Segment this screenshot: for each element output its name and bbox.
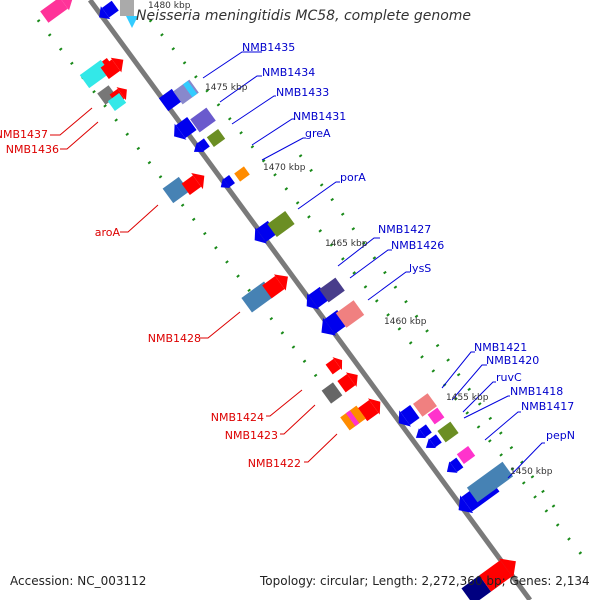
gene-label[interactable]: NMB1423	[225, 429, 278, 442]
reverse-gene-labels: NMB1437 NMB1436 aroA NMB1428 NMB1424 NMB…	[0, 128, 301, 470]
reverse-strand-features	[40, 0, 516, 600]
gene-label[interactable]: aroA	[95, 226, 121, 239]
gene-label[interactable]: NMB1427	[378, 223, 431, 236]
gene-label[interactable]: NMB1437	[0, 128, 48, 141]
gene-label[interactable]: greA	[305, 127, 331, 140]
reverse-leader-lines	[50, 107, 338, 463]
topology-text: Topology: circular; Length: 2,272,360 bp…	[260, 574, 590, 588]
gene-label[interactable]: NMB1421	[474, 341, 527, 354]
scale-label: 1465 kbp	[325, 239, 368, 249]
gene-label[interactable]: porA	[340, 171, 366, 184]
gene-label[interactable]: NMB1420	[486, 354, 539, 367]
scale-label: 1470 kbp	[263, 163, 306, 173]
gene-label[interactable]: NMB1435	[242, 41, 295, 54]
accession-text: Accession: NC_003112	[10, 574, 147, 588]
forward-leader-lines	[202, 51, 545, 479]
gene-label[interactable]: NMB1417	[521, 400, 574, 413]
gene-label[interactable]: pepN	[546, 429, 575, 442]
gene-label[interactable]: NMB1431	[293, 110, 346, 123]
scale-label: 1460 kbp	[384, 317, 427, 327]
gene-label[interactable]: NMB1426	[391, 239, 444, 252]
forward-gene-labels: NMB1435 NMB1434 NMB1433 NMB1431 greA por…	[242, 41, 575, 442]
gene-label[interactable]: NMB1436	[6, 143, 59, 156]
scale-label: 1455 kbp	[446, 393, 489, 403]
gene-label[interactable]: NMB1422	[248, 457, 301, 470]
scale-label: 1475 kbp	[205, 83, 248, 93]
scale-track-inner-forward	[148, 19, 592, 566]
gene-label[interactable]: lysS	[409, 262, 431, 275]
scale-label: 1480 kbp	[148, 1, 191, 11]
gene-label[interactable]: NMB1424	[211, 411, 264, 424]
scale-label: 1450 kbp	[510, 467, 553, 477]
gene-label[interactable]: NMB1433	[276, 86, 329, 99]
genome-title: Neisseria meningitidis MC58, complete ge…	[136, 8, 472, 24]
forward-strand-features	[99, 0, 514, 514]
gene-label[interactable]: NMB1418	[510, 385, 563, 398]
gene-label[interactable]: NMB1428	[148, 332, 201, 345]
scale-track-outer-reverse	[36, 19, 329, 391]
gene-label[interactable]: NMB1434	[262, 66, 315, 79]
gene-label[interactable]: ruvC	[496, 371, 522, 384]
scale-labels: 1480 kbp 1475 kbp 1470 kbp 1465 kbp 1460…	[148, 1, 553, 477]
